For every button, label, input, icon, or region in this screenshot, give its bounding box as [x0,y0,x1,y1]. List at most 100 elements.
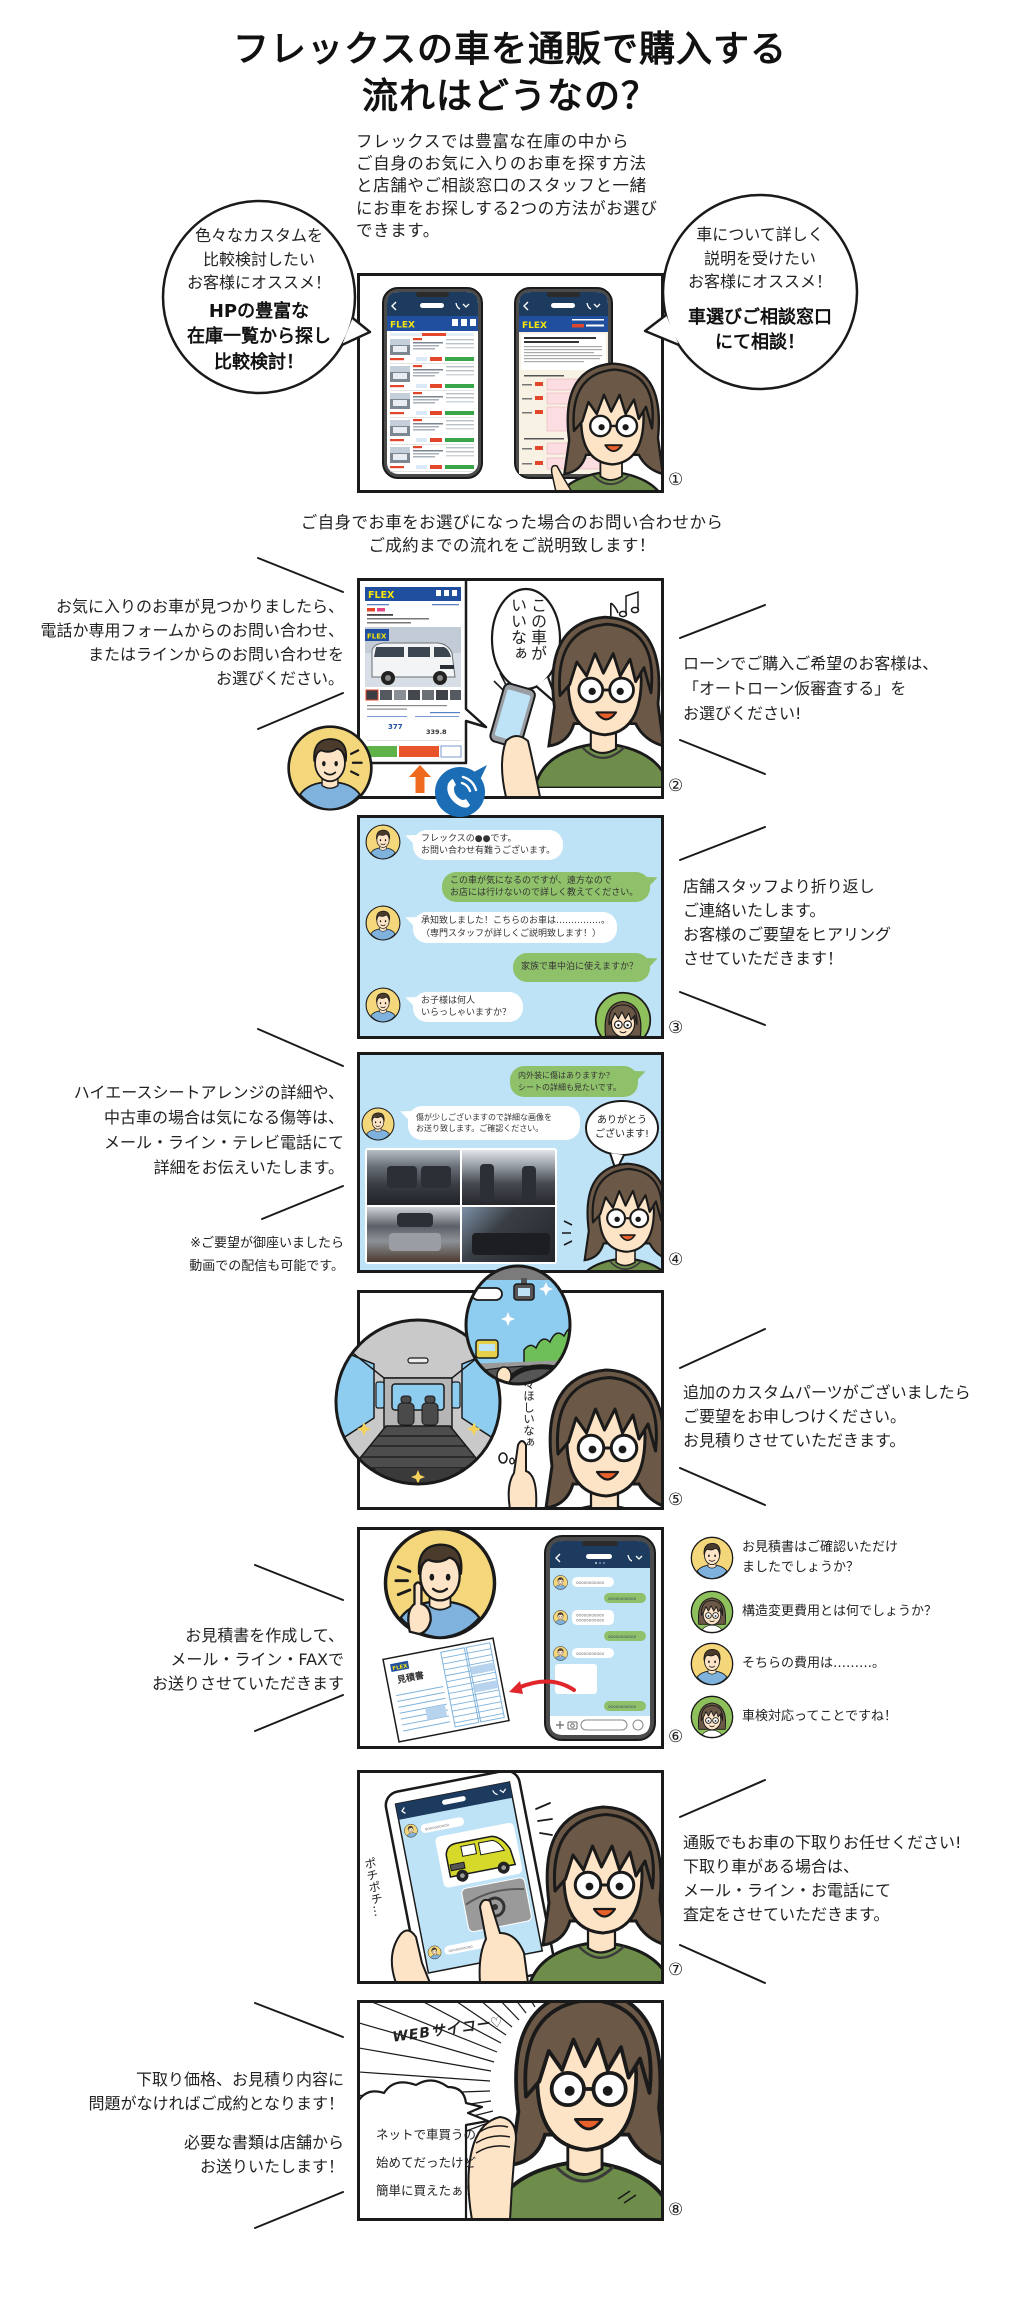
leader-line [679,1779,766,1818]
chat-message-staff: フレックスの●●です。 お問い合わせ有難うございます。 [413,830,563,860]
intro-line: と店舗やご相談窓口のスタッフと一緒 [356,176,647,196]
reply-line: ありがとう [597,1115,647,1126]
intro-text: フレックスでは豊富な在庫の中から ご自身のお気に入りのお車を探す方法 と店舗やご… [356,131,657,242]
online-option-bubble [161,199,357,395]
customer-character [489,2003,661,2218]
interior-photo [462,1150,555,1205]
leader-line [679,604,766,639]
note-line: ※ご要望が御座いましたら [190,1236,344,1251]
message-line: 構造変更費用とは何でしょうか？ [742,1604,938,1619]
estimate-document: FLEX 見積書 [382,1637,510,1743]
chat-placeholder: ooooooooooo [608,1596,637,1601]
step-2-caption-right: ローンでご購入ご希望のお客様は、 「オートローン仮審査する」を お選びください! [683,651,938,726]
caption-line: お選びください! [683,704,802,723]
thought-text: 色々ほしいなぁ… [522,1367,536,1459]
caption-line: ご要望をお申しつけください。 [683,1407,907,1426]
step-5-caption-right: 追加のカスタムパーツがございましたら ご要望をお申しつけください。 お見積りさせ… [683,1381,971,1453]
staff-avatar [365,987,401,1023]
caption-line: 下取り価格、お見積り内容に [135,2070,344,2089]
leader-line [679,826,766,861]
bubble-tail [341,317,372,347]
caption-line: メール・ライン・テレビ電話にて [103,1133,344,1152]
step-2-panel: FLEX FLEX [357,578,664,799]
leader-line [679,1467,766,1506]
line-button-graphic [440,745,462,758]
step-4-panel: 内外装に傷はありますか？ シートの詳細も見たいです。 傷が少しございますので詳細… [357,1052,664,1273]
message-line: この車が気になるのですが、遠方なので [450,875,612,886]
caption-line: またはラインからのお問い合わせを [87,645,344,664]
chat-placeholder: ooooooooooo [576,1618,605,1623]
send-arrow-icon [516,1679,576,1692]
staff-avatar [365,824,401,860]
option-bubbles [161,193,859,395]
step-7-illustration: oooooooooo oooooooooo [384,1773,661,1981]
option-highlight: HPの豊富な [208,300,310,322]
motion-lines [493,672,507,692]
caption-line: お見積書を作成して、 [185,1626,344,1645]
caption-line: 店舗スタッフより折り返し [683,877,875,896]
staff-avatar [383,1530,497,1640]
speech-line: ネットで車買うの [376,2127,477,2142]
brand-logo: FLEX [367,633,387,641]
step-3-panel: フレックスの●●です。 お問い合わせ有難うございます。 この車が気になるのですが… [357,815,664,1039]
cloud-speech-bubble [360,2079,490,2218]
smartphone-in-hand [489,682,536,749]
step-number: ⑧ [668,2200,684,2220]
leader-line [254,1694,344,1732]
leader-line [257,692,344,730]
step-6-caption-left: お見積書を作成して、 メール・ライン・FAXで お送りさせていただきます [0,1624,344,1696]
step-8-panel: WEBサイコー♡ ネットで車買うの 始めてだったけど 簡単に買えたぁ！ [357,2000,664,2221]
side-chat-message: そちらの費用は………。 [742,1654,885,1674]
step-number: ② [668,776,684,796]
caption-line: お送りさせていただきます [151,1674,344,1693]
message-line: お問い合わせ有難うございます。 [421,846,556,856]
step-number: ⑥ [668,1727,684,1747]
brand-logo: FLEX [522,321,547,331]
bubble-tail [643,314,680,347]
caption-line: ローンでご購入ご希望のお客様は、 [683,654,939,673]
leader-line [257,557,344,593]
step-8-caption-left: 下取り価格、お見積り内容に 問題がなければご成約となります！ 必要な書類は店舗か… [0,2068,344,2179]
leader-line [257,1028,344,1067]
chat-message-customer: 家族で車中泊に使えますか？ [513,953,650,982]
staff-avatar [365,905,401,941]
message-line: 傷が少しございますので詳細な画像を [416,1112,552,1122]
chat-message-customer: この車が気になるのですが、遠方なので お店には行けないので詳しく教えてください。 [442,872,650,902]
step-4-caption-left: ハイエースシートアレンジの詳細や、 中古車の場合は気になる傷等は、 メール・ライ… [0,1080,344,1180]
option-highlight: 在庫一覧から探し [187,326,331,347]
option-line: 車について詳しく [696,225,824,244]
chat-placeholder: ooooooooooo [576,1613,605,1618]
chat-message-staff: お子様は何人 いらっしゃいますか？ [413,992,523,1022]
clasped-hands [467,2115,518,2218]
listing-total-price: 339.8 [426,728,447,736]
customer-character [573,1162,661,1270]
listing-price: 377 [388,723,403,731]
chat-phone: ooooooooooo ooooooooooo ooooooooooo oooo… [544,1535,656,1741]
side-chat-message: 構造変更費用とは何でしょうか？ [742,1602,937,1622]
online-option-text: 色々なカスタムを 比較検討したい お客様にオススメ！ HPの豊富な 在庫一覧から… [149,224,369,375]
plus-icon [556,1721,564,1729]
caption-line: ご連絡いたします。 [683,901,826,920]
staff-avatar [361,1107,395,1141]
leader-line [254,1564,344,1601]
leader-line [679,739,766,775]
step-6-illustration: FLEX 見積書 [382,1530,656,1743]
surprise-lines [562,1220,573,1246]
step-7-caption-right: 通販でもお車の下取りお任せください! 下取り車がある場合は、 メール・ライン・お… [683,1831,961,1927]
arrow-up-icon [409,765,431,793]
pointing-hand [550,464,572,490]
step-7-panel: oooooooooo oooooooooo [357,1770,664,1984]
leader-line [679,1944,766,1984]
intro-line: フレックスでは豊富な在庫の中から [356,132,630,151]
chat-message-customer: 内外装に傷はありますか？ シートの詳細も見たいです。 [510,1066,638,1097]
intro-line: ご自身のお気に入りのお車を探す方法 [356,154,647,174]
page-title-line-1: フレックスの車を通販で購入する [233,29,787,70]
interior-photo [462,1207,555,1262]
option-highlight: 比較検討！ [214,351,304,373]
brand-logo: FLEX [368,590,395,601]
message-line: 家族で車中泊に使えますか？ [521,962,639,973]
staff-avatar [690,1642,734,1686]
step-1-panel: FLEX [357,273,664,493]
flow-intro-line: ご成約までの流れをご説明致します！ [368,536,656,555]
